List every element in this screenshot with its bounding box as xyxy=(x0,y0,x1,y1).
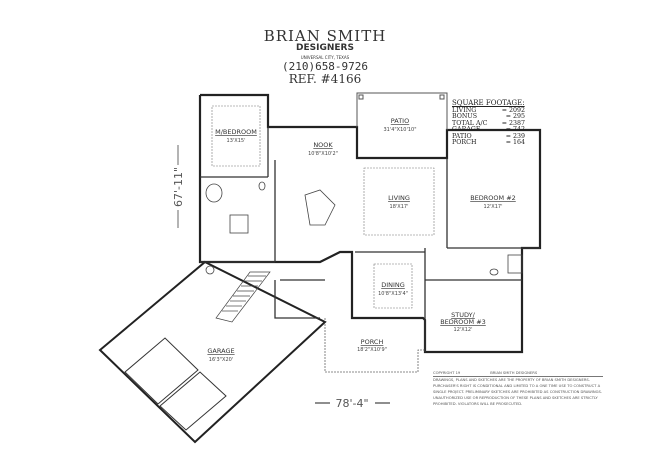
room-label-bedroom2: BEDROOM #2 xyxy=(470,194,516,202)
room-size-garage: 16'3"X20' xyxy=(209,357,233,363)
plan-reference: REF. #4166 xyxy=(288,72,362,86)
room-size-porch: 18'2"X10'9" xyxy=(357,347,387,353)
company-name: BRIAN SMITH xyxy=(263,27,387,45)
room-size-patio: 31'4"X10'10" xyxy=(383,127,416,133)
sqft-row: PATIO = 239 xyxy=(452,132,525,141)
room-outlines xyxy=(211,105,435,309)
square-footage-heading: SQUARE FOOTAGE: xyxy=(452,99,525,107)
patio-outline xyxy=(356,92,448,130)
garage-walls xyxy=(98,260,327,444)
sqft-value: = 742 xyxy=(505,126,525,133)
sqft-row: PORCH = 164 xyxy=(452,139,525,147)
sqft-row: BONUS = 295 xyxy=(452,113,525,121)
copyright-owner: BRIAN SMITH DESIGNERS xyxy=(490,371,538,375)
sqft-row: TOTAL A/C = 2387 xyxy=(452,119,525,128)
fixtures xyxy=(205,181,523,276)
sqft-label: BONUS xyxy=(452,113,478,120)
room-label-study-line2: BEDROOM #3 xyxy=(440,318,486,326)
depth-label: 67'-11" xyxy=(172,167,185,207)
sqft-label: PORCH xyxy=(452,139,477,146)
porch-outline xyxy=(324,318,425,373)
sqft-value: = 239 xyxy=(505,132,525,140)
interior-walls xyxy=(200,127,540,352)
company-location: UNIVERSAL CITY, TEXAS xyxy=(300,55,350,60)
sqft-value: = 2387 xyxy=(501,119,525,127)
sqft-label: LIVING xyxy=(452,106,477,114)
company-subtitle: DESIGNERS xyxy=(296,43,354,53)
sqft-label: GARAGE xyxy=(452,126,481,133)
sqft-row: GARAGE = 742 xyxy=(452,126,525,134)
sqft-value: = 164 xyxy=(505,139,525,146)
width-dimension: 78'-4" xyxy=(315,397,390,410)
room-size-nook: 10'8"X10'2" xyxy=(308,151,338,157)
sqft-value: = 295 xyxy=(505,113,525,120)
room-size-living: 18'X17' xyxy=(390,204,409,210)
sqft-value: = 2092 xyxy=(501,106,525,114)
staircase xyxy=(215,271,271,323)
depth-dimension: 67'-11" xyxy=(172,145,185,228)
sqft-label: PATIO xyxy=(452,132,472,140)
room-label-dining: DINING xyxy=(381,281,405,289)
room-label-nook: NOOK xyxy=(313,141,333,149)
room-size-dining: 10'8"X13'4" xyxy=(378,291,408,297)
room-size-master: 13'X15' xyxy=(227,138,246,144)
sqft-label: TOTAL A/C xyxy=(452,119,488,127)
company-phone: (210)658-9726 xyxy=(281,60,369,73)
room-label-master: M/BEDROOM xyxy=(215,128,257,136)
sqft-row: LIVING = 2092 xyxy=(452,106,525,115)
room-label-living: LIVING xyxy=(388,194,410,202)
room-size-bedroom2: 12'X17' xyxy=(484,204,503,210)
width-label: 78'-4" xyxy=(335,397,368,410)
room-label-study: STUDY/ xyxy=(451,311,475,319)
copyright-line: COPYRIGHT 19 xyxy=(433,371,461,375)
copyright-notice: DRAWINGS, PLANS AND SKETCHES ARE THE PRO… xyxy=(433,378,602,406)
copyright-block: COPYRIGHT 19 BRIAN SMITH DESIGNERS DRAWIN… xyxy=(433,370,603,407)
room-label-patio: PATIO xyxy=(391,117,409,125)
room-label-garage: GARAGE xyxy=(207,347,234,355)
room-label-porch: PORCH xyxy=(361,338,384,346)
square-footage-table: SQUARE FOOTAGE: LIVING= 2092 BONUS= 295 … xyxy=(452,100,525,147)
room-size-study: 12'X12' xyxy=(454,327,473,333)
garage-doors xyxy=(124,337,227,431)
exterior-walls xyxy=(198,93,542,354)
